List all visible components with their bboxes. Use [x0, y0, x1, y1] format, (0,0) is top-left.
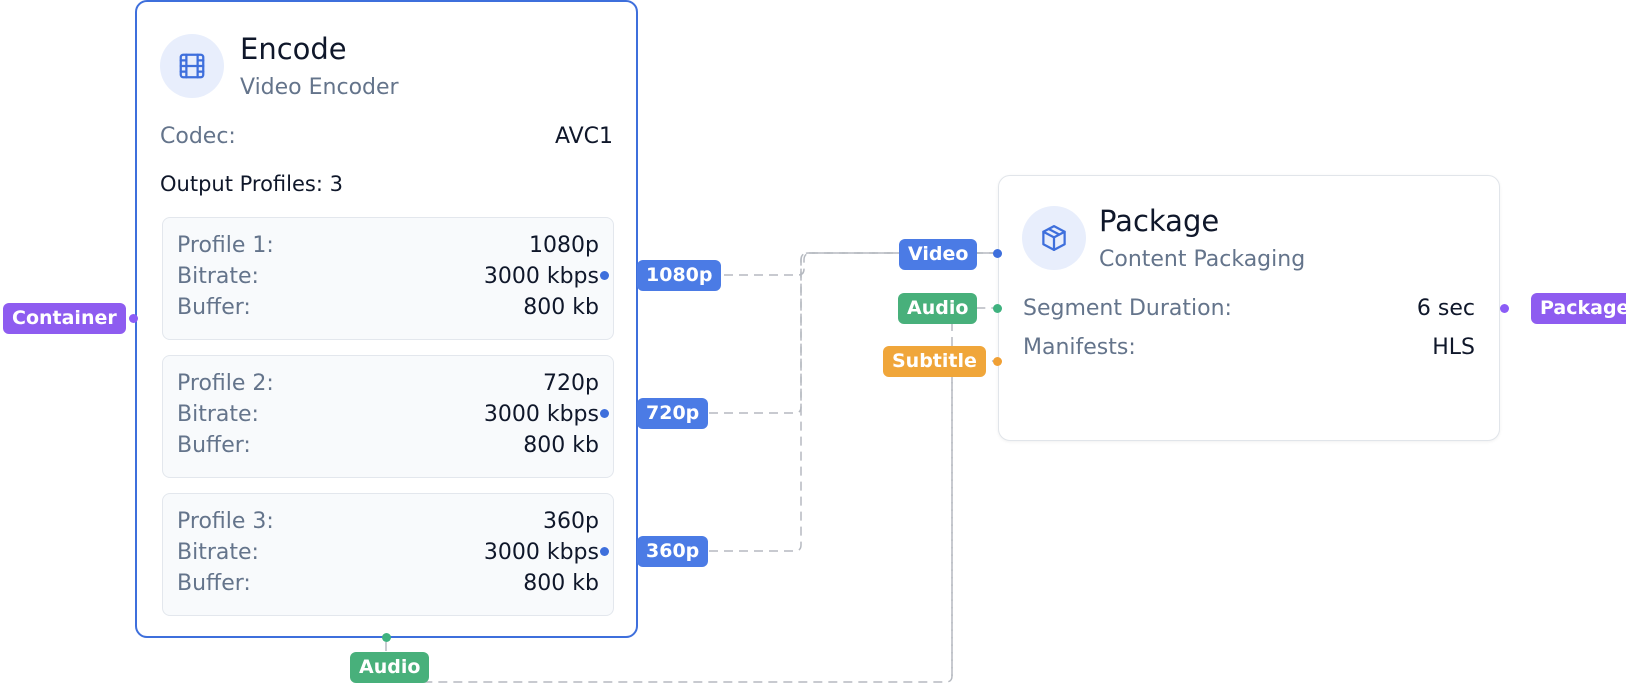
package-output-badge: Package	[1531, 293, 1626, 324]
video-input-badge: Video	[899, 239, 978, 270]
profile-bitrate-label: Bitrate:	[177, 264, 259, 289]
segment-duration-value: 6 sec	[1416, 296, 1475, 321]
package-output-handle[interactable]	[1500, 304, 1509, 313]
encode-node[interactable]: Encode Video Encoder Codec: AVC1 Output …	[135, 0, 638, 638]
profile-buffer-label: Buffer:	[177, 571, 251, 596]
profile-name-row: Profile 3: 360p	[177, 508, 599, 536]
profile-card-1[interactable]: Profile 1: 1080p Bitrate: 3000 kbps Buff…	[162, 217, 614, 340]
profile-bitrate: 3000 kbps	[483, 264, 599, 289]
profile-bitrate: 3000 kbps	[483, 402, 599, 427]
encode-audio-output-badge: Audio	[350, 652, 430, 683]
profile-bitrate: 3000 kbps	[483, 540, 599, 565]
encode-container-input-handle[interactable]	[129, 314, 138, 323]
profile-resolution: 720p	[543, 371, 599, 396]
output-1080p-badge: 1080p	[637, 260, 722, 291]
subtitle-input-badge: Subtitle	[883, 346, 986, 377]
profile-name-label: Profile 1:	[177, 233, 274, 258]
profile-buffer-row: Buffer: 800 kb	[177, 432, 599, 460]
manifests-label: Manifests:	[1023, 335, 1136, 360]
package-title: Package	[1099, 204, 1220, 238]
profile-buffer: 800 kb	[523, 433, 599, 458]
manifests-row: Manifests: HLS	[1023, 335, 1475, 360]
package-subtitle-input-handle[interactable]	[993, 357, 1002, 366]
package-audio-input-handle[interactable]	[993, 304, 1002, 313]
box-icon	[1042, 225, 1066, 251]
encode-720p-output-handle[interactable]	[600, 409, 609, 418]
codec-row: Codec: AVC1	[160, 124, 613, 149]
package-subtitle: Content Packaging	[1099, 247, 1306, 272]
encode-1080p-output-handle[interactable]	[600, 271, 609, 280]
package-node[interactable]: Package Content Packaging Segment Durati…	[998, 175, 1500, 441]
profile-name-label: Profile 2:	[177, 371, 274, 396]
profile-buffer: 800 kb	[523, 571, 599, 596]
box-icon-circle	[1022, 206, 1086, 270]
profile-resolution: 360p	[543, 509, 599, 534]
profile-buffer-label: Buffer:	[177, 295, 251, 320]
profile-bitrate-label: Bitrate:	[177, 402, 259, 427]
film-icon	[179, 53, 205, 79]
output-360p-badge: 360p	[637, 536, 709, 567]
output-720p-badge: 720p	[637, 398, 709, 429]
profile-name-row: Profile 1: 1080p	[177, 232, 599, 260]
container-input-badge: Container	[3, 303, 126, 334]
film-icon-circle	[160, 34, 224, 98]
profile-buffer-row: Buffer: 800 kb	[177, 570, 599, 598]
segment-duration-label: Segment Duration:	[1023, 296, 1232, 321]
encode-subtitle: Video Encoder	[240, 75, 399, 100]
encode-title: Encode	[240, 32, 347, 66]
output-profiles-label: Output Profiles: 3	[160, 172, 343, 196]
encode-360p-output-handle[interactable]	[600, 547, 609, 556]
profile-name-label: Profile 3:	[177, 509, 274, 534]
profile-buffer-row: Buffer: 800 kb	[177, 294, 599, 322]
profile-buffer: 800 kb	[523, 295, 599, 320]
profile-bitrate-row: Bitrate: 3000 kbps	[177, 401, 599, 429]
profile-card-2[interactable]: Profile 2: 720p Bitrate: 3000 kbps Buffe…	[162, 355, 614, 478]
profile-name-row: Profile 2: 720p	[177, 370, 599, 398]
package-video-input-handle[interactable]	[993, 249, 1002, 258]
profile-bitrate-label: Bitrate:	[177, 540, 259, 565]
segment-duration-row: Segment Duration: 6 sec	[1023, 296, 1475, 321]
profile-bitrate-row: Bitrate: 3000 kbps	[177, 263, 599, 291]
manifests-value: HLS	[1432, 335, 1475, 360]
audio-input-badge: Audio	[898, 293, 978, 324]
codec-label: Codec:	[160, 124, 236, 149]
profile-buffer-label: Buffer:	[177, 433, 251, 458]
encode-audio-output-handle[interactable]	[382, 633, 391, 642]
profile-card-3[interactable]: Profile 3: 360p Bitrate: 3000 kbps Buffe…	[162, 493, 614, 616]
profile-bitrate-row: Bitrate: 3000 kbps	[177, 539, 599, 567]
codec-value: AVC1	[554, 124, 613, 149]
profile-resolution: 1080p	[529, 233, 599, 258]
